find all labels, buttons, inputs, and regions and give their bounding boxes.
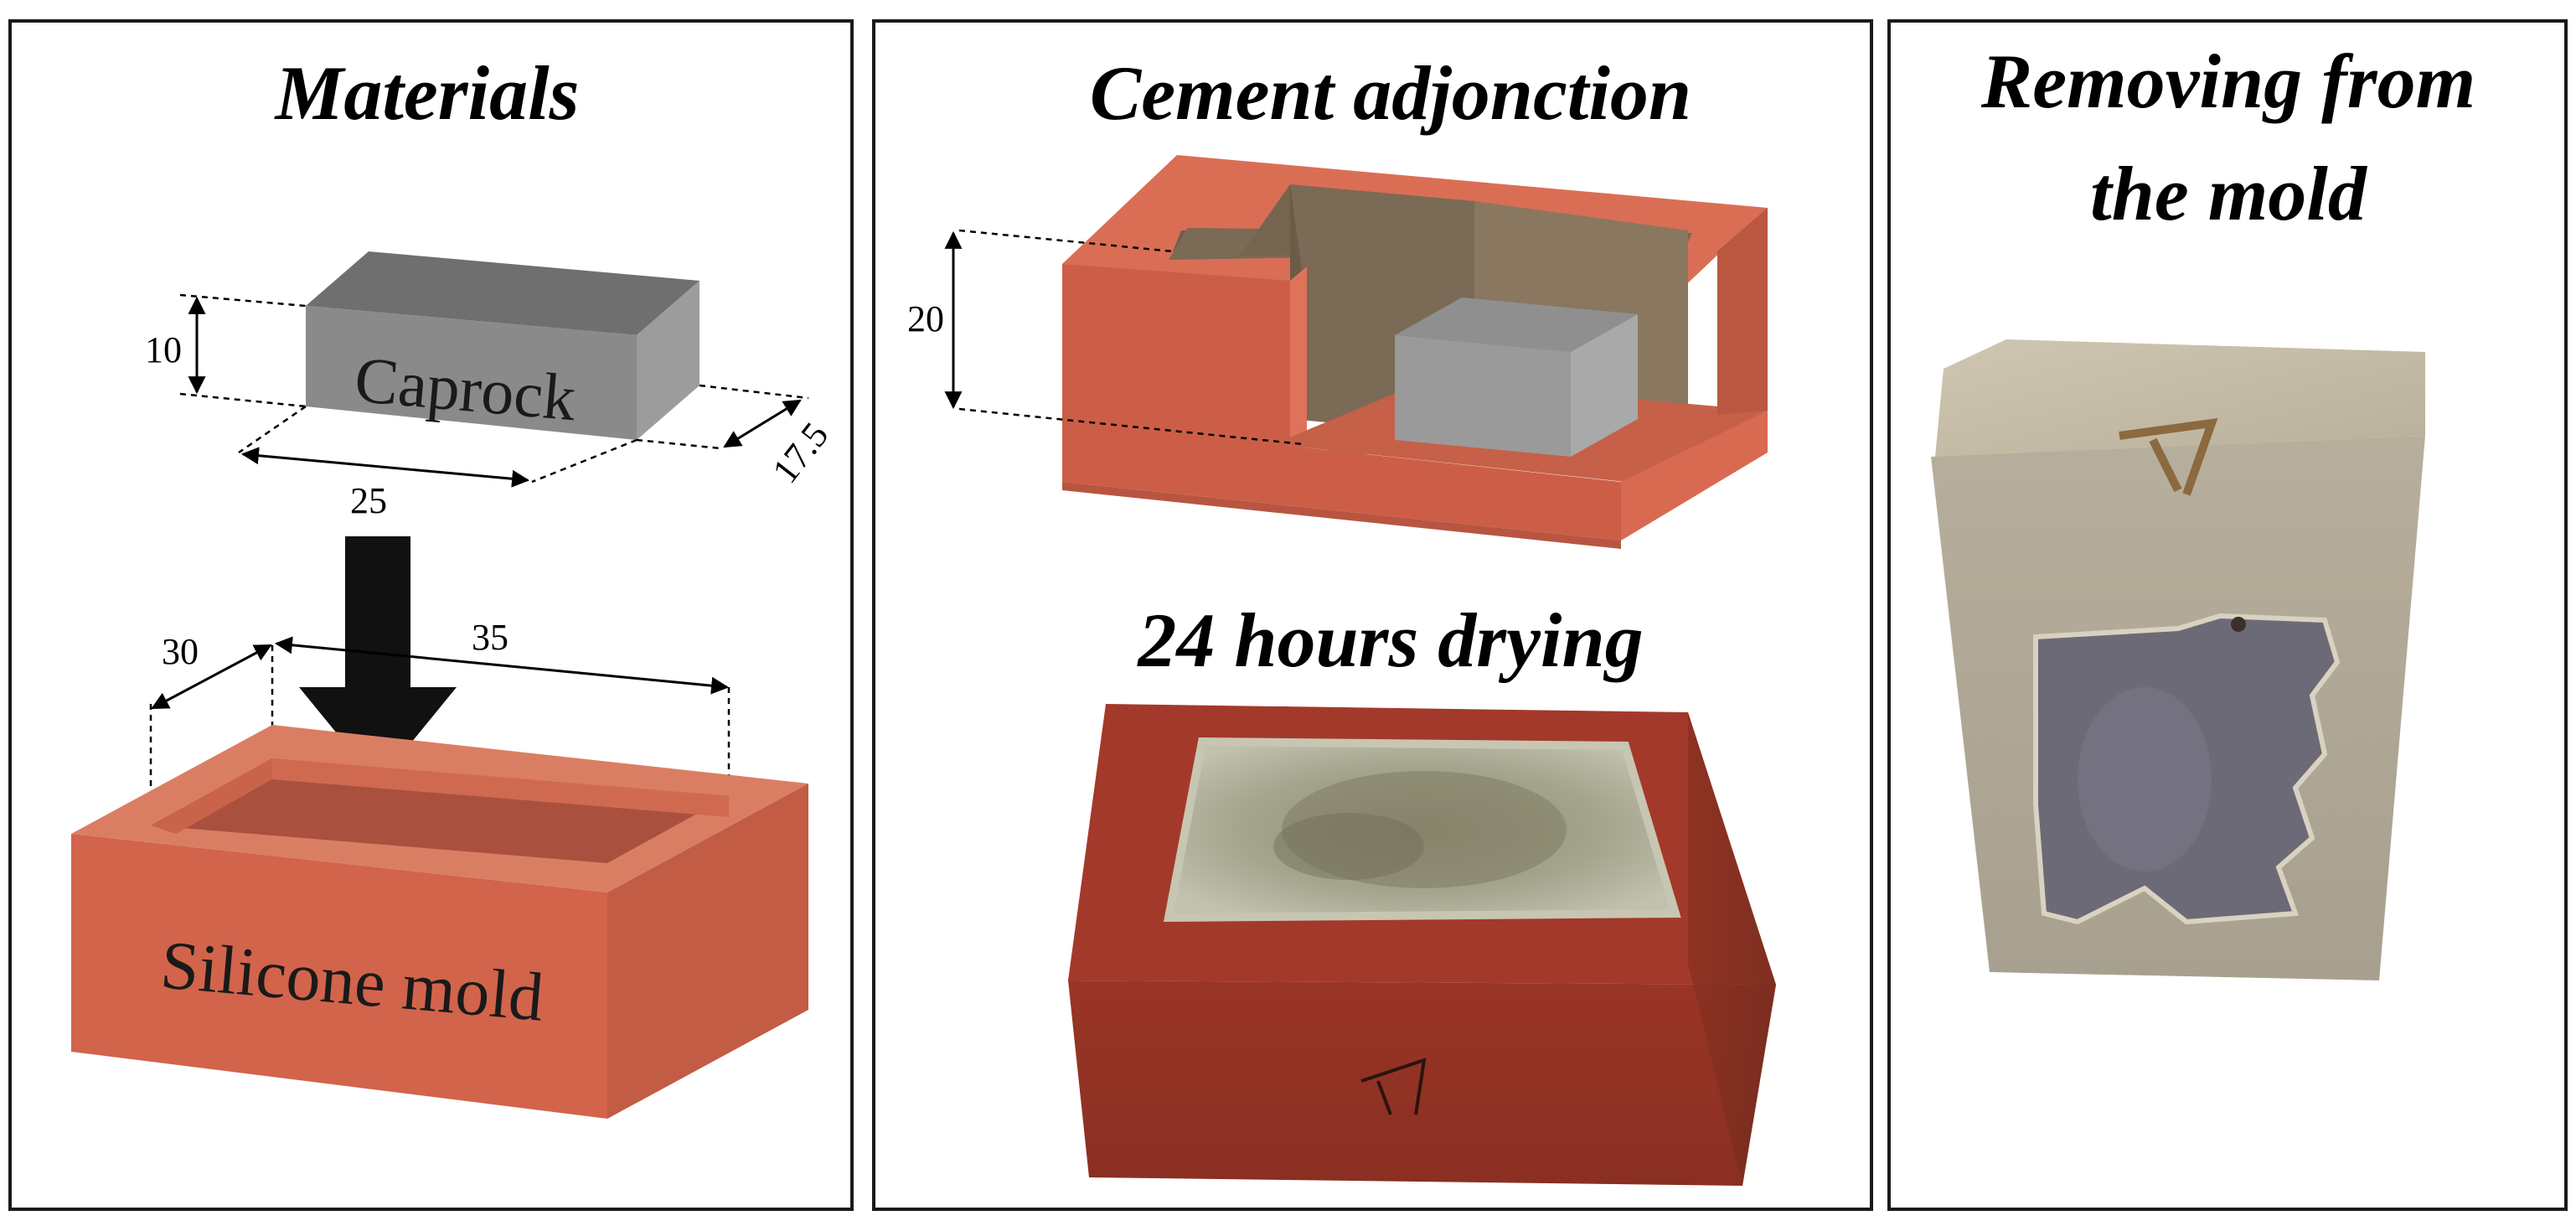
demolded-block-photo [1931,339,2425,980]
depth-dimension-lines [944,229,1303,446]
panel-removing-title-line2: the mold [2090,151,2368,236]
caprock-block [306,251,699,440]
mold-inner-left-wall [151,758,272,834]
cement-stain-2 [1273,813,1424,880]
cutaway-left-front [1062,264,1290,503]
panel-materials-title: Materials [274,50,580,136]
mold-width-dim: 30 [162,631,199,672]
cutaway-front-base [1062,482,1621,549]
mold-side-face [607,784,808,1119]
caprock-front-face [306,306,637,440]
caprock-top-face [306,251,699,335]
cement-stain [1282,771,1567,888]
drying-mold-photo [1068,704,1776,1186]
mold-front-face [71,834,607,1119]
imprint-highlight [2078,687,2212,872]
cutaway-bottom-front [1062,444,1621,541]
cutaway-right-wall-inner [1717,208,1768,415]
caprock-side-face [637,281,699,440]
embedded-caprock-top [1395,297,1638,352]
drying-subtitle: 24 hours drying [1136,597,1643,683]
panel-cement-title: Cement adjonction [1090,50,1691,136]
cutaway-mold [1062,155,1768,549]
panel-removing-title-line1: Removing from [1980,39,2475,124]
block-hole [2231,617,2246,632]
cutaway-right-wall-front [1621,411,1768,541]
caprock-height-dim: 10 [145,329,182,370]
embedded-caprock [1395,297,1638,457]
embedded-caprock-front [1395,335,1571,457]
embedded-caprock-side [1571,314,1638,457]
drying-marking [1360,1058,1427,1115]
block-top-face [1935,339,2425,457]
block-top-marking [2119,417,2218,496]
mold-inner-back-wall [272,758,729,817]
caprock-length-dim: 25 [350,480,387,521]
silicone-mold [71,725,808,1119]
caprock-dimension-lines [179,293,809,488]
drying-mold-side [1688,712,1776,1186]
mold-length-dim: 35 [472,617,508,658]
cement-depth-dim: 20 [907,298,944,339]
